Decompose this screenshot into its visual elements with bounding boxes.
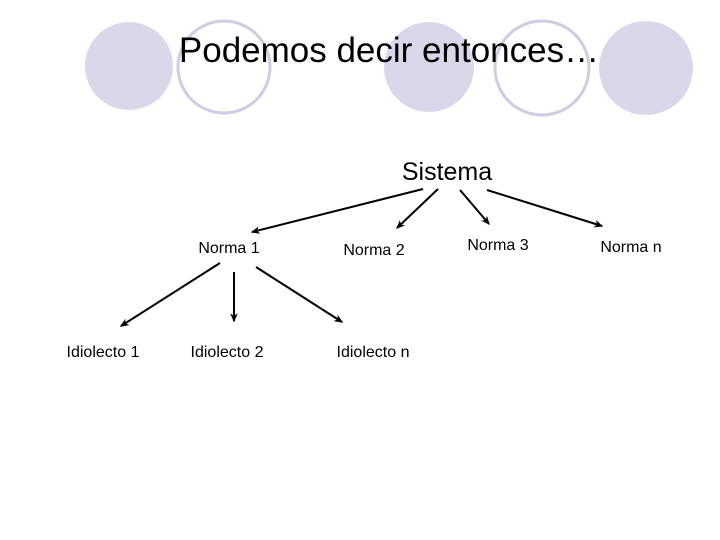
- decor-circle-filled: [384, 22, 474, 112]
- node-norma-1: Norma 1: [198, 240, 260, 257]
- decor-circle-outlined: [176, 19, 272, 115]
- node-norma-2: Norma 2: [343, 242, 405, 259]
- connector-norma1-idiolecton: [255, 266, 344, 323]
- connector-sistema-norma1: [250, 188, 424, 234]
- node-idiolecto-2: Idiolecto 2: [190, 344, 264, 361]
- connector-sistema-norma3: [459, 189, 490, 226]
- decor-circle-filled: [599, 21, 693, 115]
- connector-sistema-norma2: [396, 188, 439, 229]
- node-norma-n: Norma n: [600, 239, 662, 256]
- decor-circle-outlined: [493, 19, 591, 117]
- decor-circle-filled: [85, 22, 173, 110]
- slide-title: Podemos decir entonces…: [178, 31, 600, 70]
- node-sistema: Sistema: [401, 158, 493, 186]
- connector-norma1-idiolecto1: [119, 262, 221, 327]
- connector-sistema-norman: [486, 189, 604, 228]
- node-norma-3: Norma 3: [467, 237, 529, 254]
- node-idiolecto-n: Idiolecto n: [336, 344, 410, 361]
- node-idiolecto-1: Idiolecto 1: [66, 344, 140, 361]
